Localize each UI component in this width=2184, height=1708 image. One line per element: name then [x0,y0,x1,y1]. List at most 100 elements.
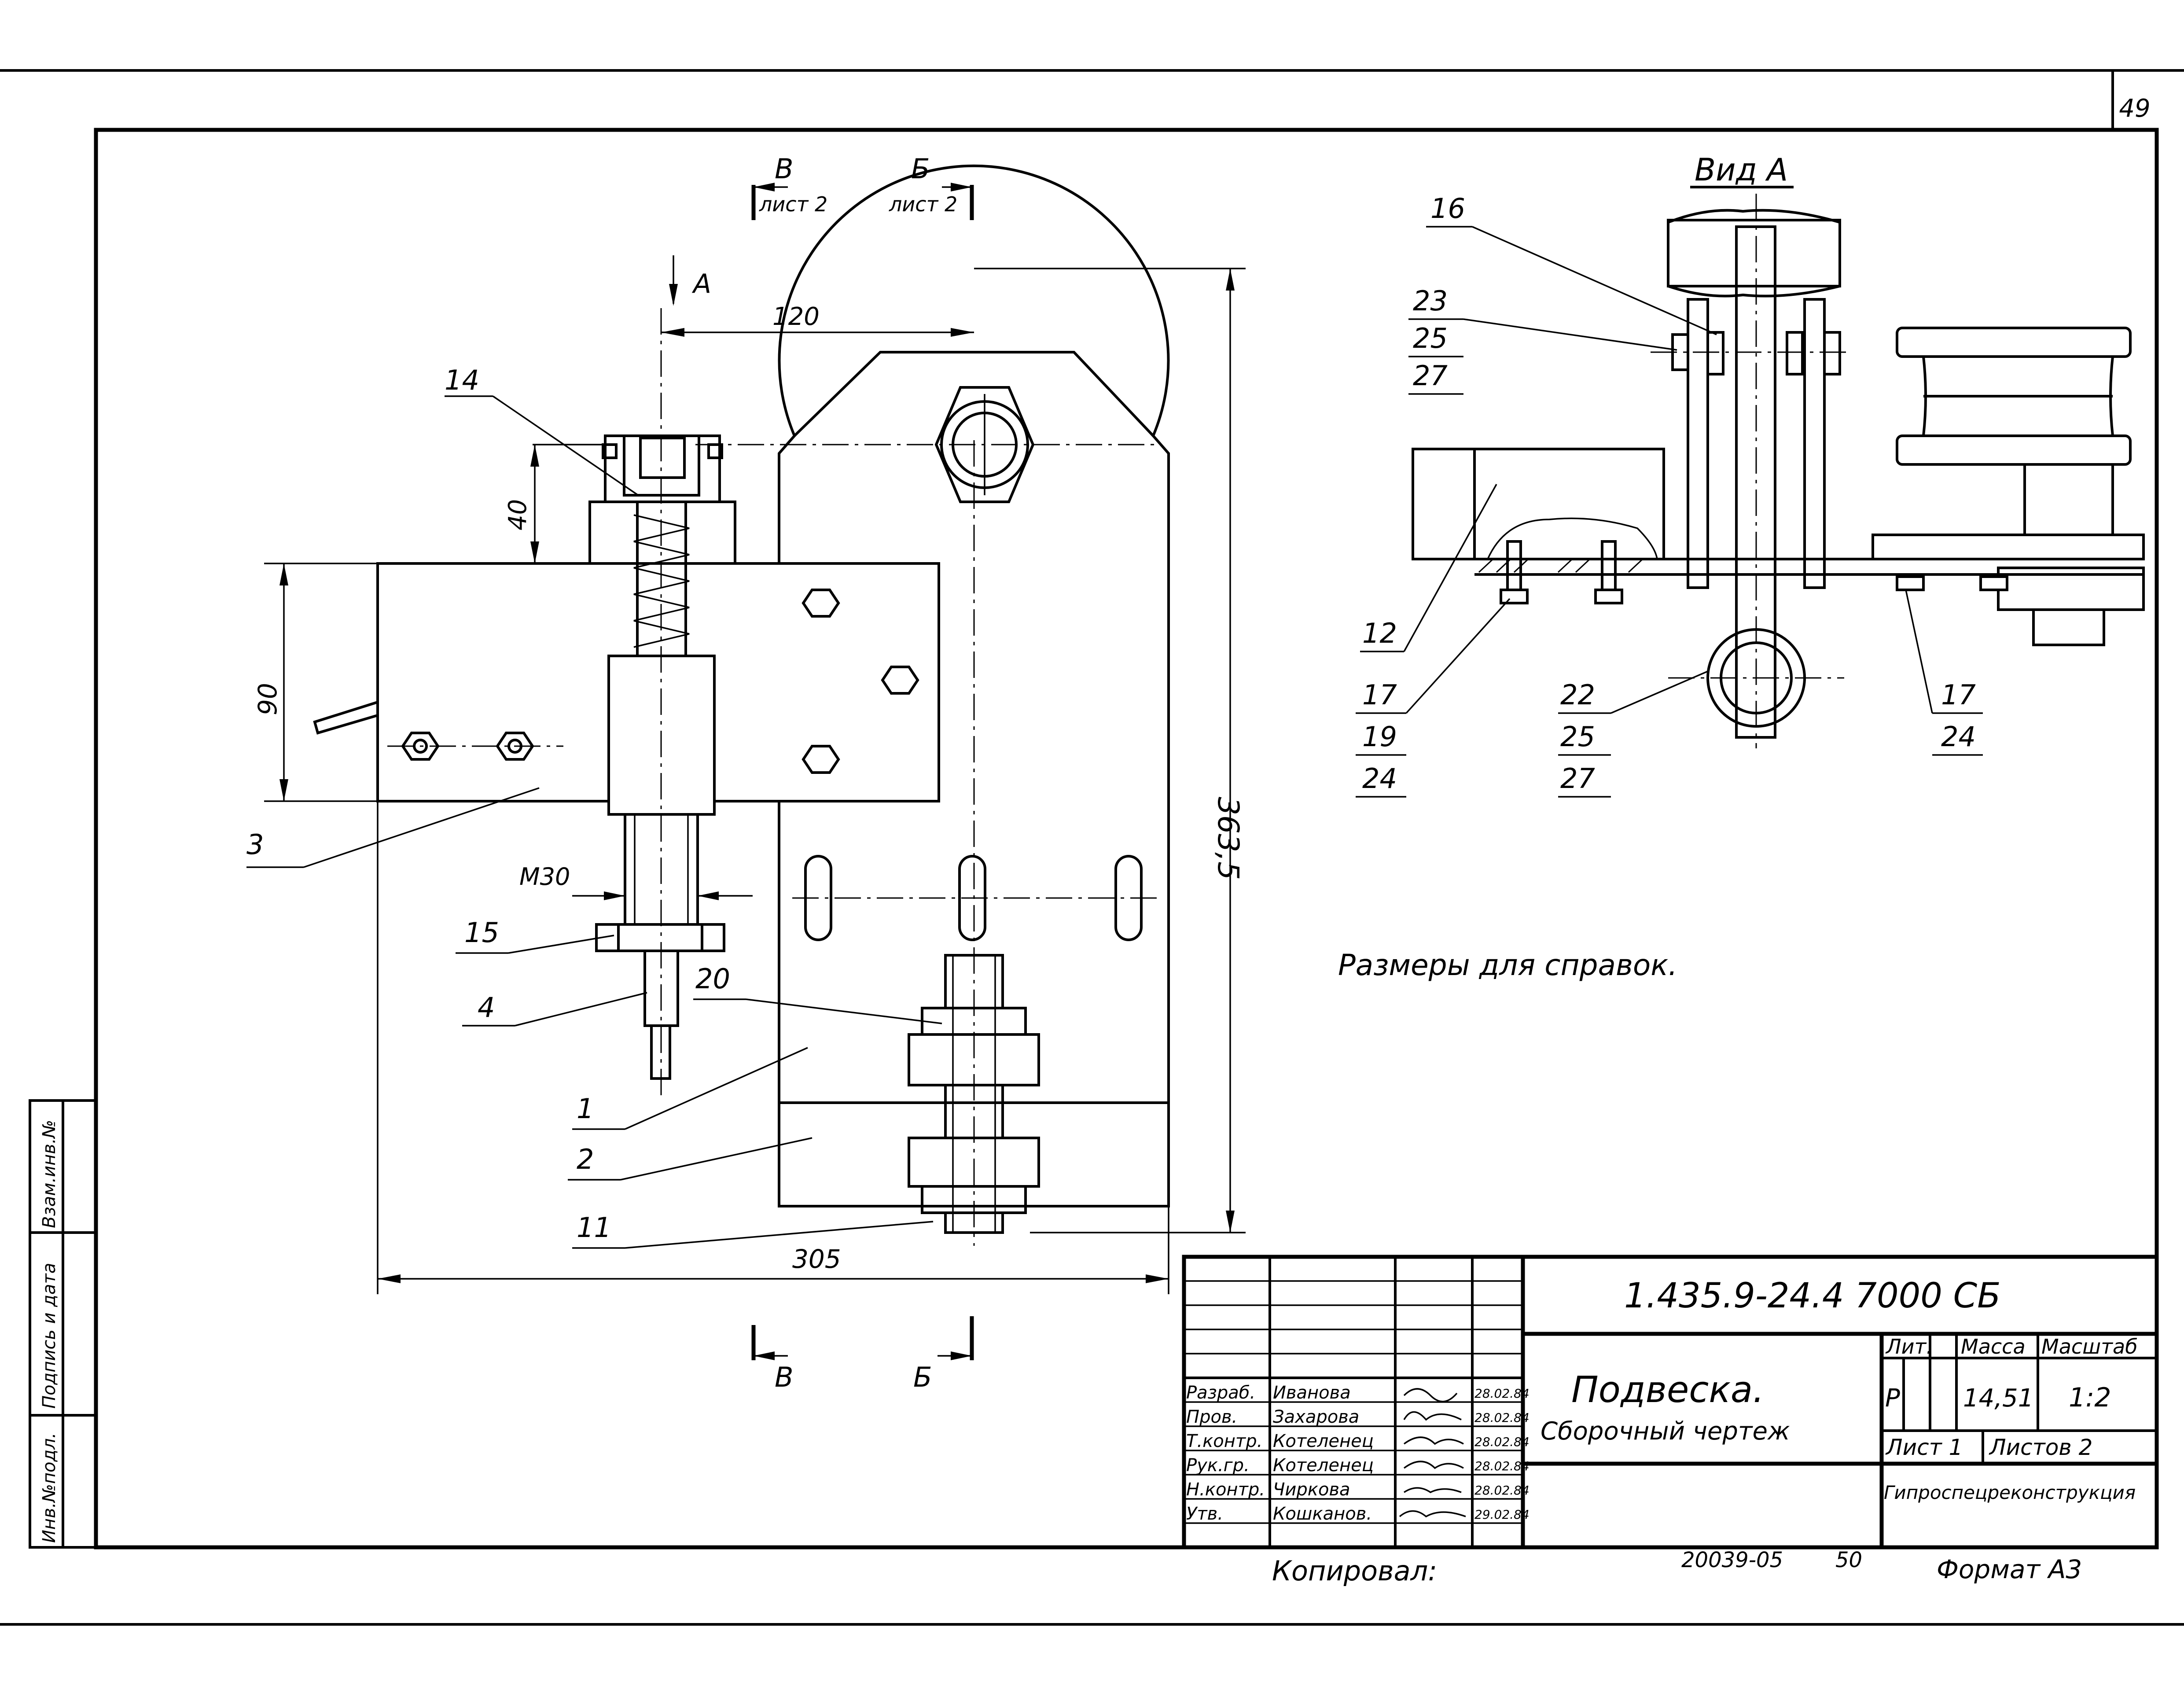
role-label-2: Т.контр. [1186,1431,1262,1451]
callout-23: 23 [1413,285,1448,317]
title-organization: Гипроспецреконструкция [1884,1482,2136,1503]
role-date-0: 28.02.84 [1474,1386,1530,1401]
section-mark-b-top: Б лист 2 [889,153,974,220]
dim-40: 40 [504,444,607,563]
callout-14: 14 [445,364,479,396]
signature-5 [1399,1510,1466,1518]
callout-16: 16 [1430,192,1465,225]
title-mass-value: 14,51 [1963,1384,2033,1413]
title-doc-type: Сборочный чертеж [1541,1417,1790,1446]
callout-25b: 25 [1560,721,1595,753]
callout-24a: 24 [1362,762,1397,795]
dim-305-text: 305 [792,1244,841,1274]
callout-20: 20 [695,963,730,995]
top-roller [1667,219,1841,287]
callout-17b: 17 [1941,679,1976,711]
side-strip-sign: Подпись и дата [39,1263,59,1409]
section-v-top-letter: В [775,153,794,185]
callouts-main: 14 3 15 4 20 1 2 11 [246,364,942,1249]
right-housing-body [2023,463,2114,536]
role-name-2: Котеленец [1273,1431,1374,1451]
section-v-bottom-letter: В [775,1361,794,1393]
dim-305: 305 [377,801,1169,1294]
dim-m30: М30 [519,863,753,900]
title-lit-value: Р [1885,1384,1900,1413]
dim-90: 90 [253,563,379,802]
title-scale-label: Масштаб [2041,1335,2138,1358]
section-mark-v-bottom: В [751,1325,794,1393]
dim-120-text: 120 [772,302,820,331]
role-label-4: Н.контр. [1186,1480,1265,1500]
section-mark-v-top: В лист 2 [751,153,827,220]
plate-top-chamfer [793,351,1155,437]
role-date-2: 28.02.84 [1474,1435,1530,1449]
view-arrow-a: А [669,255,711,306]
footer-copied: Копировал: [1272,1555,1437,1587]
title-scale-value: 1:2 [2069,1382,2111,1413]
signature-3 [1403,1461,1464,1469]
box-12 [1412,448,1665,560]
role-name-5: Кошканов. [1273,1504,1372,1524]
callout-27b: 27 [1560,762,1595,795]
title-sheets-label: Листов 2 [1989,1435,2092,1460]
signature-2 [1403,1436,1464,1445]
view-a-title: Вид А [1695,152,1788,188]
right-housing-base [1871,534,2145,560]
callout-17a: 17 [1362,679,1397,711]
dim-363: 363,5 [974,268,1246,1233]
callout-22: 22 [1560,679,1595,711]
right-housing-top [1896,327,2132,358]
signature-4 [1404,1487,1462,1494]
callout-3: 3 [246,828,264,861]
dim-363-text: 363,5 [1211,797,1245,880]
section-b-bottom-letter: Б [913,1361,932,1393]
callout-27a: 27 [1413,360,1448,392]
callout-19: 19 [1362,721,1397,753]
lever-rod [313,700,379,735]
role-name-3: Котеленец [1273,1455,1374,1476]
role-label-0: Разраб. [1186,1383,1255,1403]
callout-11: 11 [577,1211,611,1244]
title-mass-label: Масса [1961,1335,2026,1358]
footer-order-sheet: 50 [1835,1548,1862,1572]
role-date-1: 28.02.84 [1474,1410,1530,1425]
dim-m30-text: М30 [519,863,570,891]
callout-4: 4 [478,991,495,1023]
view-arrow-a-letter: А [691,269,711,299]
callout-2: 2 [577,1143,594,1175]
side-strip-replace: Взам.инв.№ [39,1120,59,1228]
callout-1: 1 [577,1093,594,1125]
plate-1 [778,164,1170,1207]
dim-40-text: 40 [504,499,532,530]
role-date-3: 28.02.84 [1474,1459,1530,1473]
main-view: 120 40 90 363,5 [246,153,1246,1393]
callout-25a: 25 [1413,322,1448,354]
role-label-5: Утв. [1186,1504,1223,1524]
section-b-top-letter: Б [911,153,930,185]
role-name-4: Чиркова [1273,1480,1350,1500]
signature-1 [1403,1411,1462,1421]
callout-15: 15 [464,917,499,949]
dim-120: 120 [661,302,974,337]
callout-24b: 24 [1941,721,1976,753]
title-sheet-label: Лист 1 [1885,1435,1963,1460]
signature-0 [1403,1388,1458,1402]
side-plate-right [1803,298,1826,589]
section-mark-b-bottom: Б [913,1316,974,1393]
nut-15 [595,923,725,952]
sheet-number-box: 49 [2111,70,2157,131]
side-strip: Инв.№подл. Подпись и дата Взам.инв.№ [29,1099,97,1549]
title-name: Подвеска. [1571,1369,1764,1411]
footer-order: 20039-05 [1681,1548,1783,1572]
side-plate-left [1687,298,1709,589]
callout-12: 12 [1362,617,1397,649]
footer-format: Формат А3 [1937,1554,2082,1584]
section-v-top-sheet: лист 2 [759,192,827,216]
section-b-top-sheet: лист 2 [889,192,957,216]
view-a: Вид А [1356,152,2145,798]
title-lit-label: Лит. [1885,1335,1933,1358]
title-designation: 1.435.9-24.4 7000 СБ [1624,1276,2001,1316]
role-label-3: Рук.гр. [1186,1455,1250,1476]
role-date-4: 28.02.84 [1474,1483,1530,1498]
